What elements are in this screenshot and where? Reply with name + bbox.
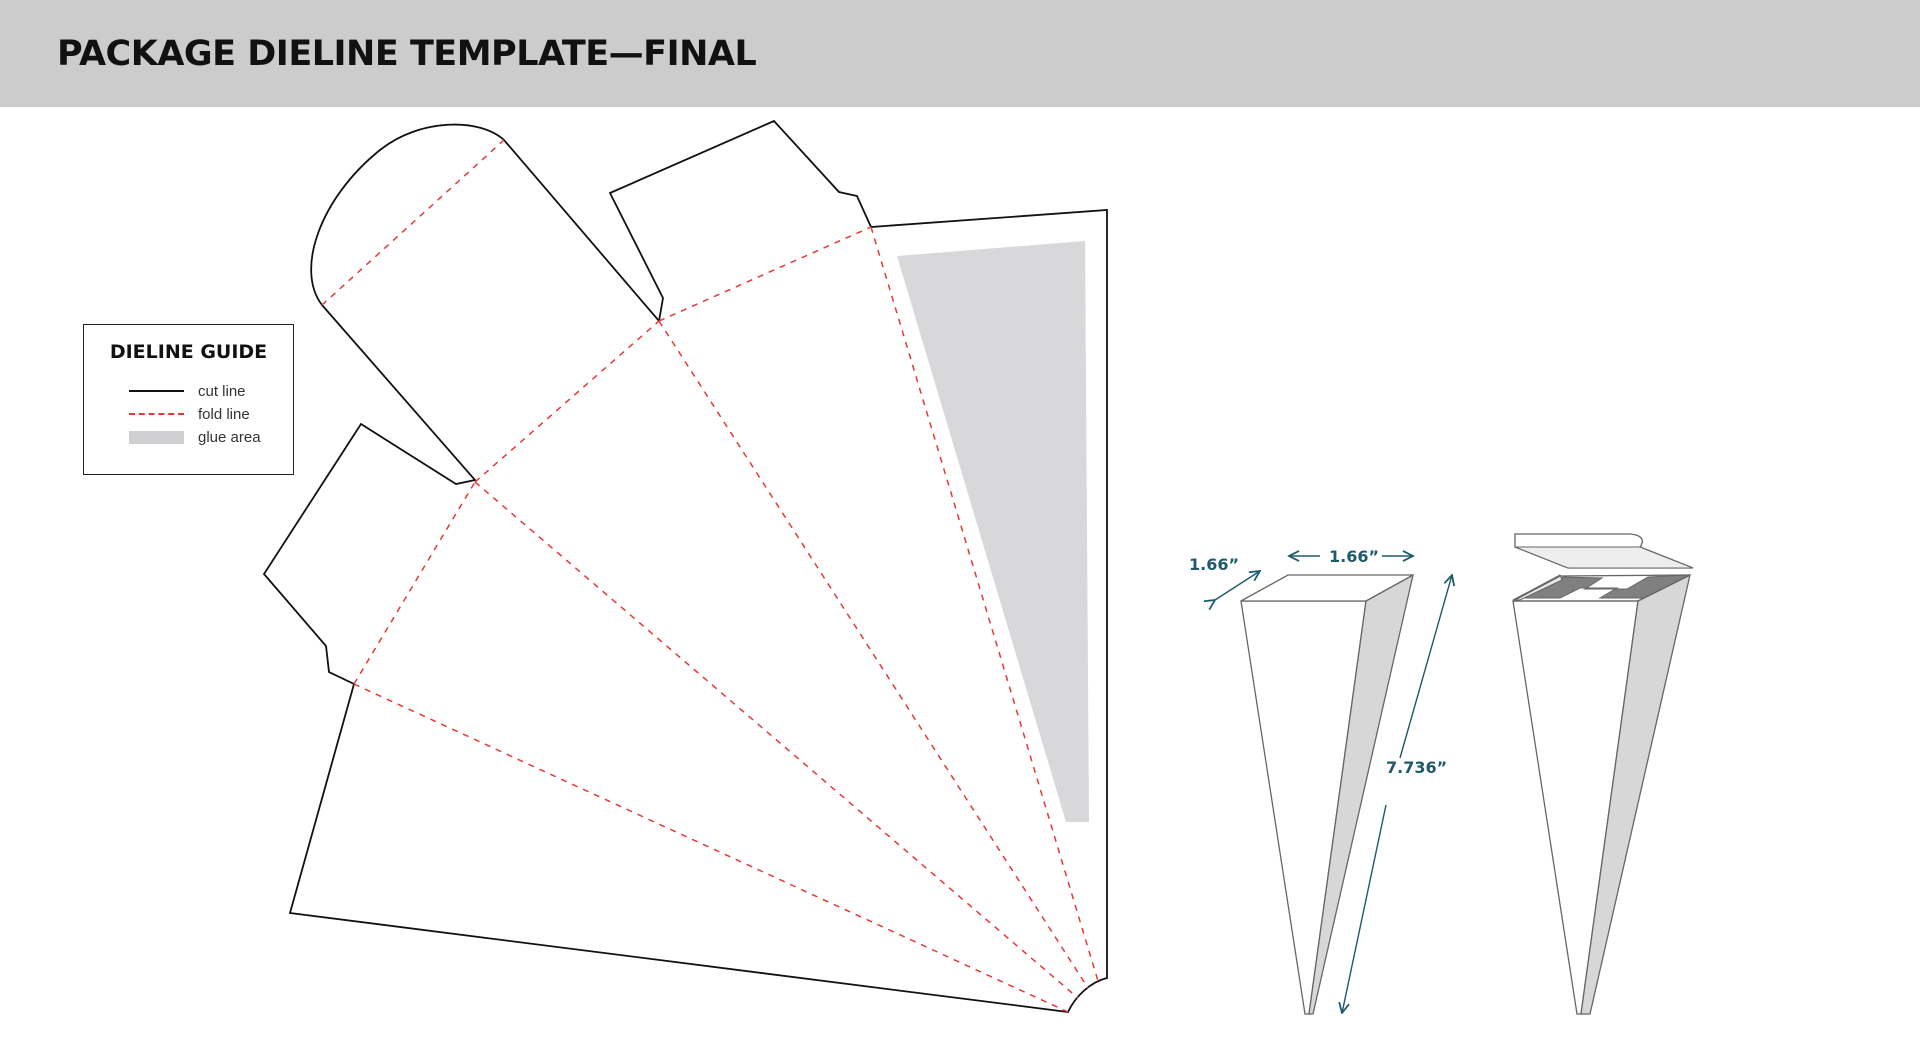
folded-cone-closed	[1240, 573, 1414, 1015]
legend-label-glue-area: glue area	[198, 428, 261, 446]
fold-line-radial-3	[658, 320, 1089, 989]
dimension-lines	[1215, 556, 1452, 1013]
cone-top-face	[1240, 574, 1414, 602]
fold-line-top-flap	[321, 139, 505, 306]
flat-dieline	[262, 119, 1108, 1013]
legend-item-fold-line: fold line	[129, 404, 250, 424]
dimension-arrow-height-upper	[1399, 575, 1452, 759]
cone-open-rim	[1512, 574, 1691, 602]
fold-line-upper-right	[658, 226, 872, 322]
dimension-label-depth: 1.66”	[1189, 555, 1239, 574]
legend-label-fold-line: fold line	[198, 405, 250, 423]
fold-line-radial-1	[353, 683, 1069, 1013]
dimension-arrow-depth	[1215, 571, 1260, 600]
glue-area-swatch	[129, 430, 184, 444]
folded-cone-open	[1512, 533, 1694, 1015]
cut-line-swatch	[129, 390, 184, 392]
fold-line-upper	[474, 320, 660, 483]
dimension-arrow-height-lower	[1342, 804, 1387, 1013]
header-bar: PACKAGE DIELINE TEMPLATE—FINAL	[0, 0, 1920, 107]
glue-area	[897, 241, 1089, 822]
page-title: PACKAGE DIELINE TEMPLATE—FINAL	[57, 34, 757, 74]
fold-lines	[321, 139, 1099, 1013]
legend-label-cut-line: cut line	[198, 382, 246, 400]
legend-item-glue-area: glue area	[129, 427, 261, 447]
fold-line-lower-left	[353, 481, 476, 685]
fold-line-radial-2	[474, 481, 1079, 999]
dieline-guide-box: DIELINE GUIDE cut line fold line glue ar…	[83, 324, 294, 475]
legend-heading: DIELINE GUIDE	[109, 341, 268, 363]
dimension-label-width: 1.66”	[1329, 547, 1379, 566]
dimension-label-height: 7.736”	[1386, 758, 1447, 777]
cone-open-lid-underside	[1514, 546, 1694, 569]
legend-item-cut-line: cut line	[129, 381, 246, 401]
fold-line-swatch	[129, 413, 184, 415]
